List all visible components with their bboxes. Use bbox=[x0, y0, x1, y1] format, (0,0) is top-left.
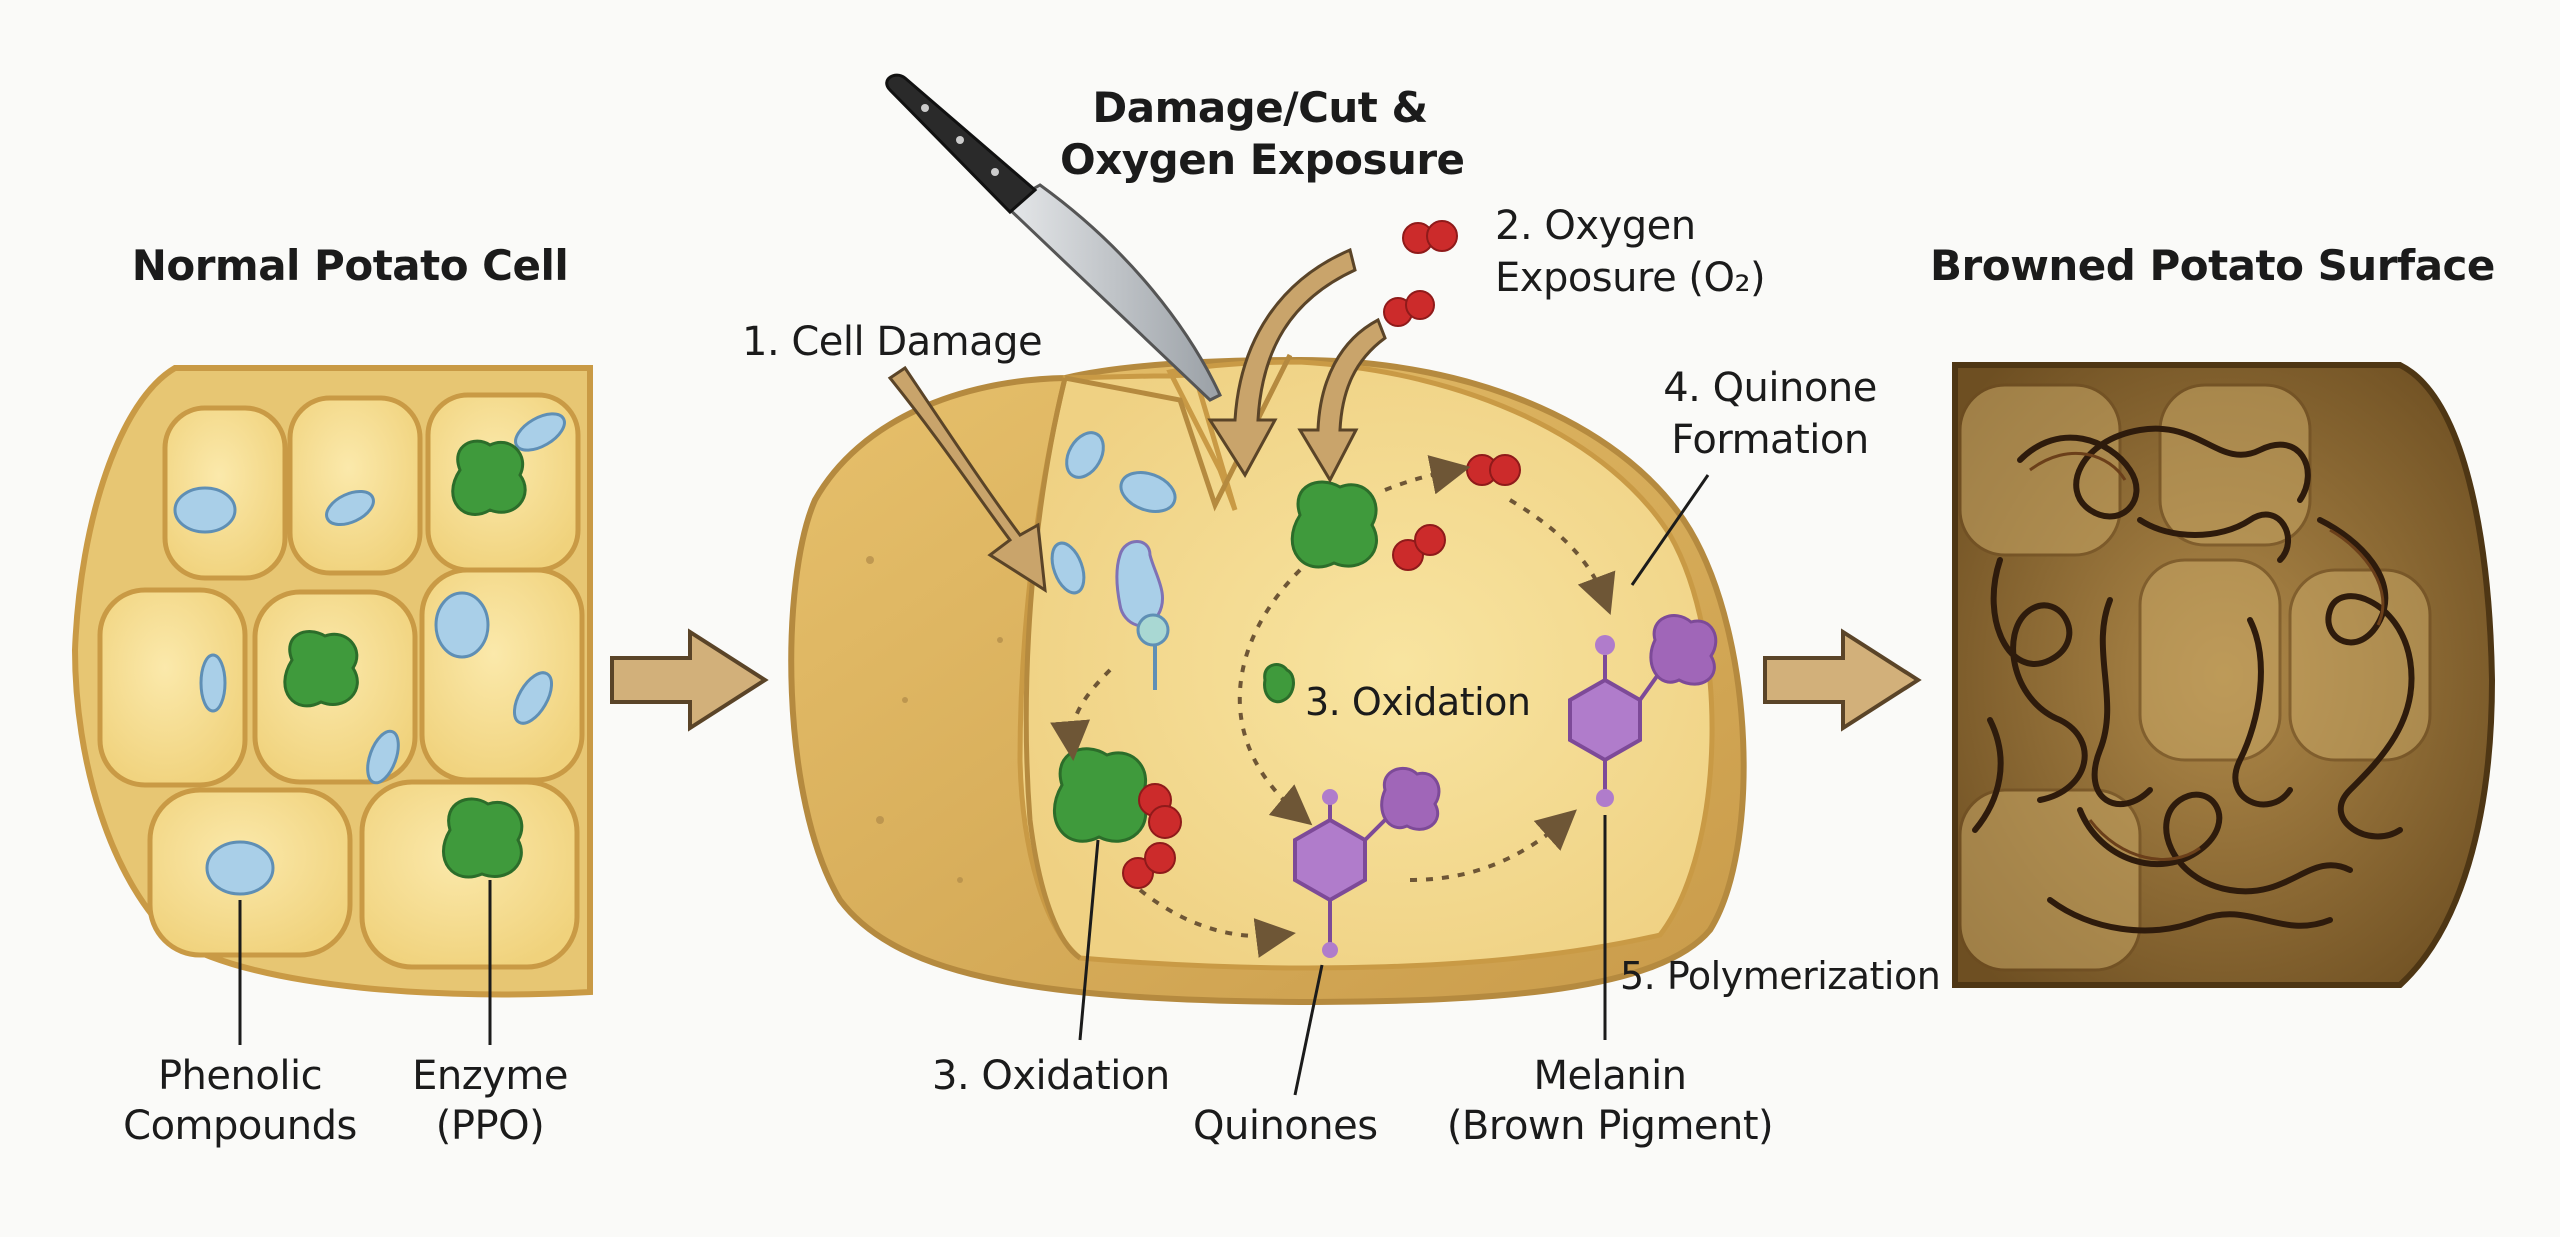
melanin-label: Melanin bbox=[1533, 1053, 1687, 1099]
damage-title-line2: Oxygen Exposure bbox=[1060, 135, 1465, 184]
phenolic-vacuole bbox=[1050, 541, 1086, 595]
melanin-molecule-icon bbox=[1568, 614, 1718, 807]
quinones-label: Quinones bbox=[1193, 1103, 1378, 1149]
step3-outer-label: 3. Oxidation bbox=[932, 1053, 1170, 1099]
knife-icon bbox=[885, 73, 1222, 402]
browned-surface bbox=[1952, 362, 2496, 988]
process-arrow-icon bbox=[610, 628, 769, 732]
enzyme-icon bbox=[442, 797, 524, 879]
phenolic-vacuole bbox=[325, 489, 375, 527]
process-arrow-icon bbox=[1763, 628, 1922, 732]
reaction-arrow bbox=[1237, 568, 1313, 826]
quinone-molecule-icon bbox=[1293, 767, 1441, 958]
step2-oxygen-label: 2. Oxygen bbox=[1495, 203, 1696, 249]
enzyme-icon bbox=[283, 630, 359, 708]
normal-cell-title: Normal Potato Cell bbox=[131, 241, 569, 290]
oxygen-molecule-icon bbox=[1466, 454, 1521, 486]
step2-oxygen-label-line2: Exposure (O₂) bbox=[1495, 255, 1766, 301]
enzyme-label: Enzyme bbox=[412, 1053, 568, 1099]
enzyme-icon bbox=[1052, 747, 1148, 843]
melanin-network bbox=[1972, 425, 2415, 934]
reaction-arrow bbox=[1050, 668, 1112, 761]
quinones-pointer-line bbox=[1293, 964, 1324, 1096]
phenolic-vacuole bbox=[205, 840, 275, 896]
phenolic-vacuole bbox=[434, 591, 490, 659]
melanin-network-highlight bbox=[2029, 451, 2385, 861]
oxygen-inflow-arrow bbox=[1297, 317, 1387, 484]
phenolic-vacuole bbox=[512, 671, 554, 725]
cell-damage-arrow bbox=[887, 365, 1047, 593]
oxygen-inflow-arrow bbox=[1207, 247, 1357, 478]
step3-inner-label: 3. Oxidation bbox=[1305, 680, 1531, 724]
melanin-label-line2: (Brown Pigment) bbox=[1446, 1103, 1774, 1149]
oxygen-molecule-icon bbox=[1402, 220, 1458, 254]
phenolic-compound-icon bbox=[1115, 540, 1170, 690]
cell bbox=[97, 587, 248, 788]
phenolic-vacuole bbox=[1119, 471, 1177, 513]
enzyme-icon bbox=[1290, 480, 1378, 569]
reaction-arrow bbox=[1384, 455, 1471, 495]
cut-potato bbox=[788, 73, 1747, 1096]
step4-label: 4. Quinone bbox=[1663, 365, 1877, 411]
browned-surface-title: Browned Potato Surface bbox=[1930, 241, 2495, 290]
oxygen-molecule-icon bbox=[1383, 290, 1435, 327]
phenolic-vacuole bbox=[1065, 431, 1105, 479]
damage-title: Damage/Cut & bbox=[1092, 83, 1428, 132]
phenolic-vacuole bbox=[366, 729, 400, 785]
oxidation-pointer-line bbox=[1078, 839, 1100, 1041]
step1-cell-damage-label: 1. Cell Damage bbox=[742, 319, 1043, 365]
oxygen-molecule-icon bbox=[1122, 842, 1176, 889]
quinone-formation-pointer-line bbox=[1630, 474, 1710, 586]
phenolic-label: Phenolic bbox=[157, 1053, 323, 1099]
enzyme-icon bbox=[1263, 663, 1295, 704]
step5-polymerization-label: 5. Polymerization bbox=[1620, 954, 1941, 998]
phenolic-vacuole bbox=[173, 486, 237, 534]
cell bbox=[287, 395, 423, 576]
enzyme-label-line2: (PPO) bbox=[435, 1103, 545, 1149]
oxygen-molecule-icon bbox=[1392, 524, 1446, 571]
phenolic-label-line2: Compounds bbox=[123, 1103, 357, 1149]
reaction-arrow bbox=[1508, 498, 1616, 615]
oxygen-molecule-icon bbox=[1138, 783, 1182, 839]
phenolic-vacuole bbox=[199, 653, 227, 713]
reaction-arrow bbox=[1138, 888, 1296, 958]
reaction-arrow bbox=[1409, 809, 1577, 882]
normal-cell-cluster bbox=[71, 365, 593, 1045]
enzyme-icon bbox=[451, 439, 527, 516]
step4-label-line2: Formation bbox=[1671, 417, 1869, 463]
phenolic-vacuole bbox=[514, 412, 566, 452]
cut-face-left-edge bbox=[1023, 377, 1082, 961]
